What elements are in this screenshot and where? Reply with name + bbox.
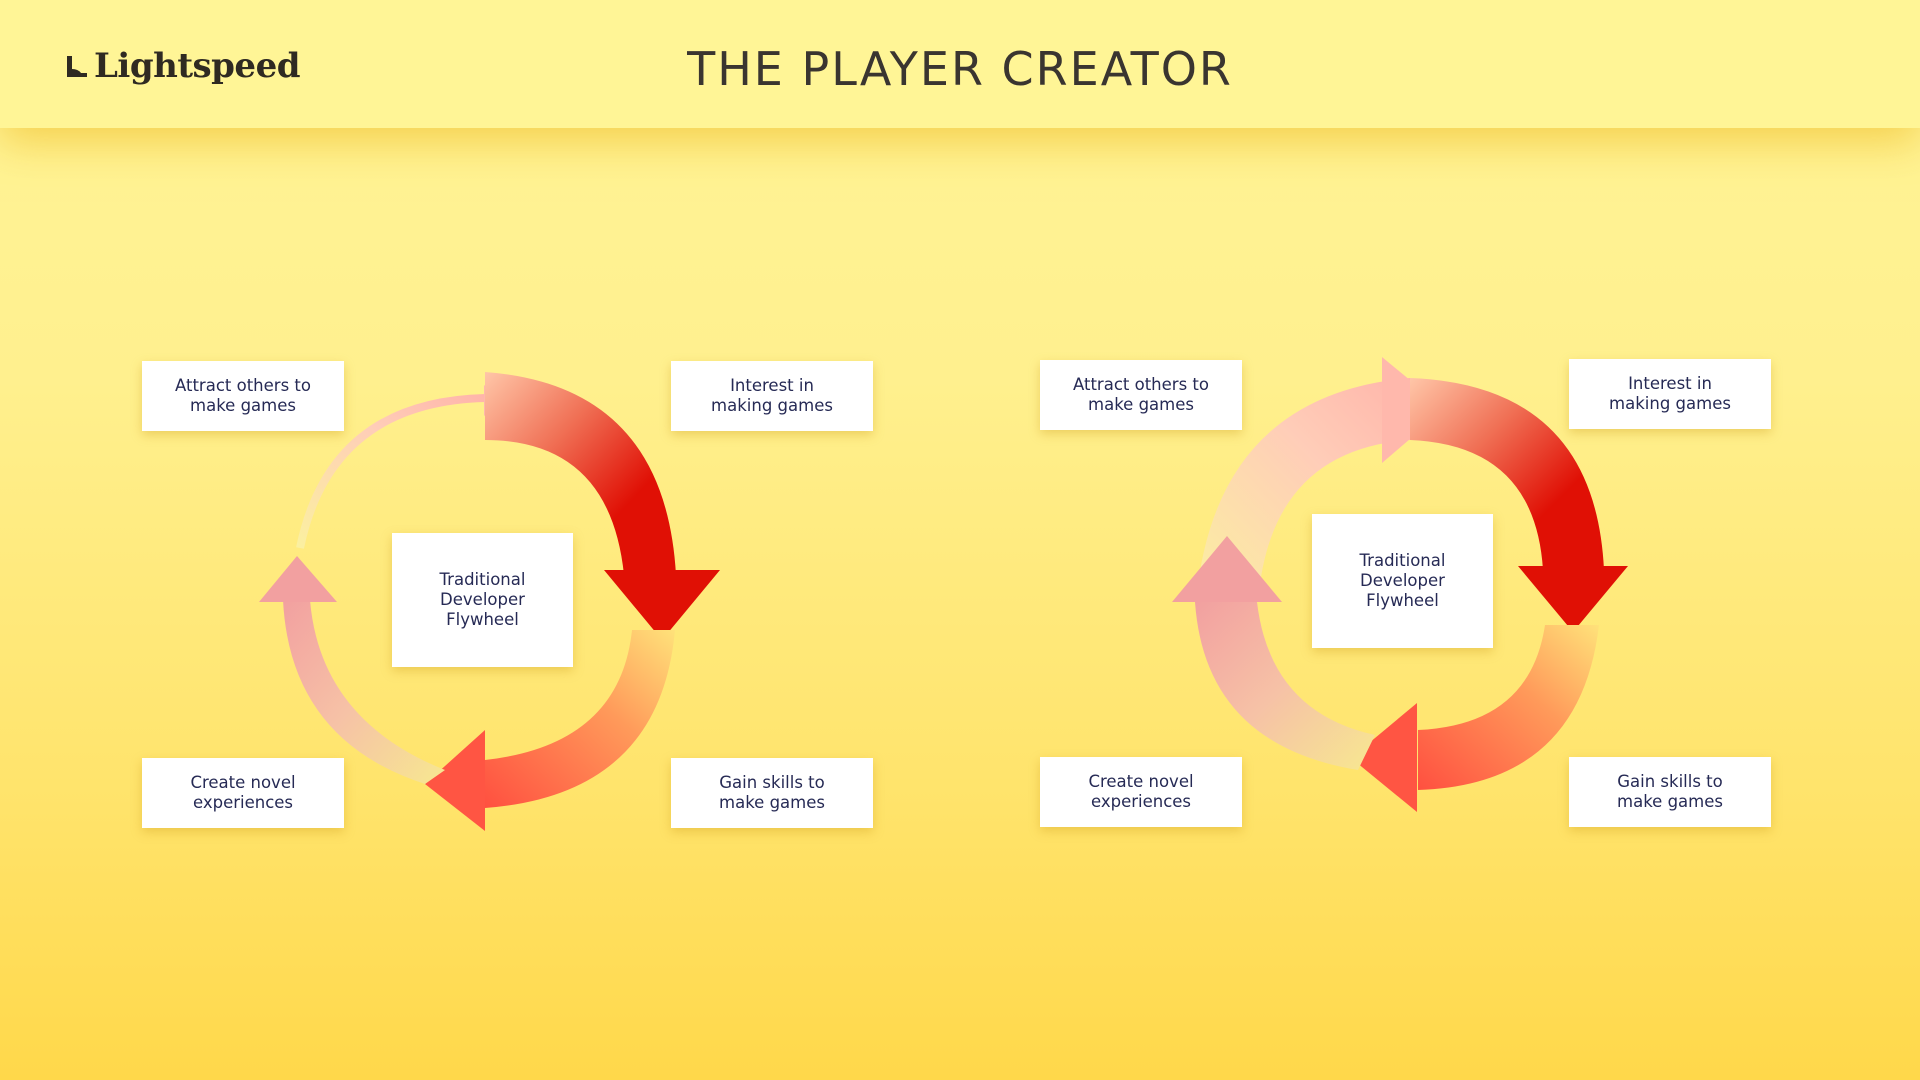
arrow2-interest-to-skills <box>1410 378 1604 570</box>
arrow2-interest-to-skills-head <box>1518 566 1628 632</box>
page-title: THE PLAYER CREATOR <box>687 42 1233 96</box>
arrow2-attract-to-interest <box>1196 378 1410 602</box>
arrow-skills-to-create <box>485 630 675 808</box>
flywheel-left <box>259 372 720 831</box>
flywheel-center-label: Traditional Developer Flywheel <box>392 533 573 667</box>
arrow-create-to-attract <box>283 600 445 784</box>
arrow-interest-to-skills <box>485 372 676 575</box>
flywheel-right <box>1172 357 1628 812</box>
step-interest: Interest in making games <box>1569 359 1771 429</box>
flywheel-center-label: Traditional Developer Flywheel <box>1312 514 1493 648</box>
step-create-novel: Create novel experiences <box>142 758 344 828</box>
brand-logo: Lightspeed <box>66 46 300 86</box>
lightspeed-logo-icon <box>67 56 87 77</box>
step-gain-skills: Gain skills to make games <box>671 758 873 828</box>
logo-text: Lightspeed <box>94 46 300 86</box>
step-interest: Interest in making games <box>671 361 873 431</box>
step-attract-others: Attract others to make games <box>1040 360 1242 430</box>
arrow2-skills-to-create <box>1418 625 1599 790</box>
arrow-interest-to-skills-head <box>604 570 720 640</box>
arrow2-create-to-attract-head <box>1172 536 1282 602</box>
arrow-create-to-attract-head <box>259 556 337 602</box>
step-gain-skills: Gain skills to make games <box>1569 757 1771 827</box>
header-bar: Lightspeed THE PLAYER CREATOR <box>0 0 1920 128</box>
step-create-novel: Create novel experiences <box>1040 757 1242 827</box>
arrow2-skills-to-create-head <box>1351 703 1417 812</box>
arrow-skills-to-create-head <box>425 730 485 831</box>
step-attract-others: Attract others to make games <box>142 361 344 431</box>
arrow2-create-to-attract <box>1195 602 1375 770</box>
arrow-attract-to-interest <box>296 394 486 549</box>
